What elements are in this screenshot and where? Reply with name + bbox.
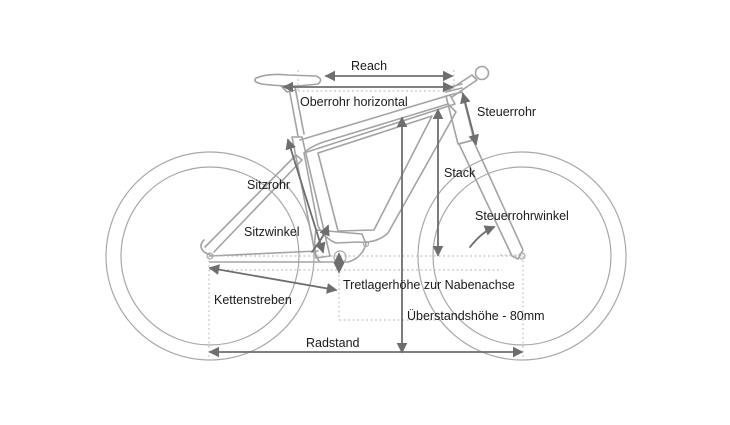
measurement-arrows [208, 70, 524, 358]
fork [458, 139, 524, 260]
reach-label: Reach [351, 59, 387, 73]
seat-angle-label: Sitzwinkel [244, 225, 300, 239]
labels: Reach Oberrohr horizontal Steuerrohr Sta… [214, 59, 569, 350]
chainstays-label: Kettenstreben [214, 293, 292, 307]
seatpost [288, 86, 305, 137]
head-tube-arrow [460, 92, 479, 146]
head-angle-arc [469, 225, 496, 248]
handlebar [474, 65, 490, 81]
top-tube-horizontal-label: Oberrohr horizontal [300, 95, 408, 109]
stack-label: Stack [444, 166, 476, 180]
seat-angle-arc [311, 224, 330, 253]
top-tube [299, 94, 456, 154]
standover-label: Überstandshöhe - 80mm [407, 309, 545, 323]
down-tube [303, 103, 457, 244]
seat-tube-label: Sitzrohr [247, 178, 290, 192]
saddle [254, 73, 322, 87]
stem [445, 74, 478, 98]
bb-drop-label: Tretlagerhöhe zur Nabenachse [343, 278, 515, 292]
chainstay [209, 250, 321, 263]
wheelbase-label: Radstand [306, 336, 360, 350]
head-angle-label: Steuerrohrwinkel [475, 209, 569, 223]
head-tube-label: Steuerrohr [477, 105, 536, 119]
seat-tube-arrow [285, 138, 326, 254]
chainstay-arrow [208, 264, 338, 294]
